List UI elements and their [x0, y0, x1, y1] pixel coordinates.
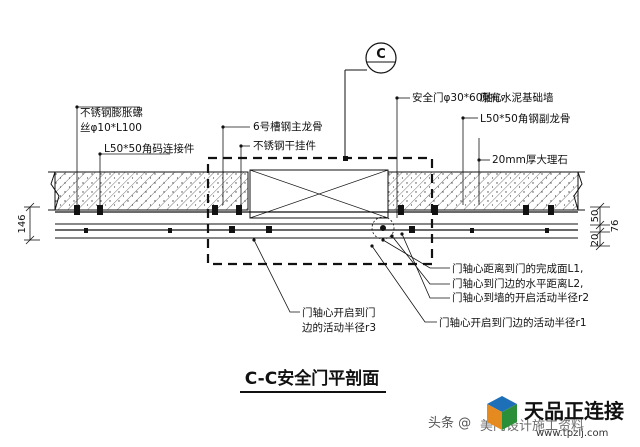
brand-name: 天品正连接 [524, 399, 624, 423]
leader-dots-right [395, 96, 481, 162]
label-door-r3-line1: 门轴心开启到门 [302, 306, 376, 319]
section-marker: C [343, 42, 397, 161]
label-bolt-line1: 不锈钢膨胀螺 [80, 106, 143, 119]
dim-right-b: 20 [590, 234, 601, 247]
label-secondary-keel: L50*50角钢副龙骨 [480, 112, 570, 125]
dim-left-value: 146 [17, 214, 28, 233]
label-pin: 安全门φ30*60轴心 [412, 91, 504, 104]
detail-callout-box [206, 156, 434, 266]
label-door-l1: 门轴心距离到门的完成面L1, [452, 262, 583, 275]
label-hanger: 不锈钢干挂件 [253, 139, 316, 152]
leader-lines-left [76, 106, 250, 205]
label-door-r1: 门轴心开启到门边的活动半径r1 [439, 316, 587, 329]
label-angle-connector: L50*50角码连接件 [104, 142, 194, 155]
dimension-left [24, 202, 40, 245]
section-mark-label: C [376, 47, 386, 62]
label-bolt-line2: 丝φ10*L100 [80, 122, 142, 134]
drawing-title: C-C安全门平剖面 [245, 368, 379, 389]
dimension-right [590, 202, 610, 251]
watermark-source: 头条 @ [428, 415, 471, 431]
dim-right-c: 76 [610, 220, 621, 233]
leader-dots-door [252, 232, 404, 248]
anchor-bolts [74, 205, 554, 233]
leader-lines-right [396, 97, 490, 218]
label-channel-keel: 6号槽钢主龙骨 [253, 120, 323, 133]
leader-dots-left [75, 105, 243, 156]
leader-lines-door [253, 233, 450, 323]
concrete-wall [48, 171, 585, 211]
label-marble: 20mm厚大理石 [492, 153, 568, 166]
watermark: 头条 @ 美门设计施工资料 天品正连接 www.tpzlj.com [428, 396, 624, 439]
label-door-l2: 门轴心到门边的水平距离L2, [452, 277, 583, 290]
label-door-r2: 门轴心到墙的开启活动半径r2 [452, 291, 589, 304]
door-opening [249, 169, 389, 219]
label-door-r3-line2: 边的活动半径r3 [302, 321, 376, 334]
dim-right-a: 50 [590, 210, 601, 223]
brand-logo-icon [487, 396, 517, 430]
brand-url: www.tpzlj.com [536, 428, 608, 439]
label-wall: 原有水泥基础墙 [480, 91, 554, 104]
